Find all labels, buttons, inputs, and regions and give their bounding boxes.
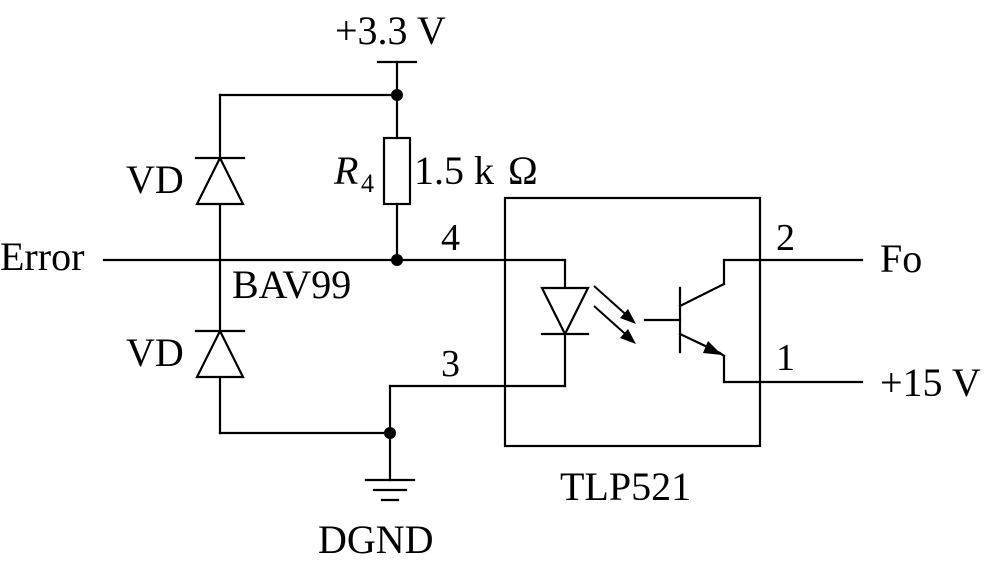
- resistor-subscript: 4: [361, 169, 374, 198]
- diode-pair-part-label: BAV99: [232, 262, 351, 307]
- output-fo-label: Fo: [880, 236, 922, 281]
- diode-upper: [194, 155, 246, 206]
- diode-upper-label: VD: [126, 157, 184, 202]
- resistor-designator: R: [333, 148, 358, 193]
- supply-15v-label: +15 V: [880, 360, 981, 405]
- phototransistor: [643, 258, 864, 384]
- diode-lower-label: VD: [126, 330, 184, 375]
- optocoupler-package: [503, 196, 762, 448]
- ground-label: DGND: [318, 517, 434, 562]
- ground-symbol: [364, 478, 416, 502]
- pin-1-label: 1: [776, 337, 795, 379]
- diode-lower: [194, 328, 246, 379]
- optocoupler-part-label: TLP521: [560, 464, 691, 509]
- pin-3-label: 3: [441, 343, 460, 385]
- light-arrows-icon: [593, 285, 636, 344]
- resistor-value: 1.5 k: [414, 148, 494, 193]
- pin-2-label: 2: [776, 217, 795, 259]
- supply-3v3-label: +3.3 V: [335, 8, 446, 53]
- resistor-unit: Ω: [508, 148, 538, 193]
- pin-4-label: 4: [441, 217, 460, 259]
- junction-error: [391, 254, 403, 266]
- error-input-label: Error: [0, 234, 84, 279]
- resistor-r4: [382, 93, 412, 262]
- optocoupler-led: [540, 258, 590, 388]
